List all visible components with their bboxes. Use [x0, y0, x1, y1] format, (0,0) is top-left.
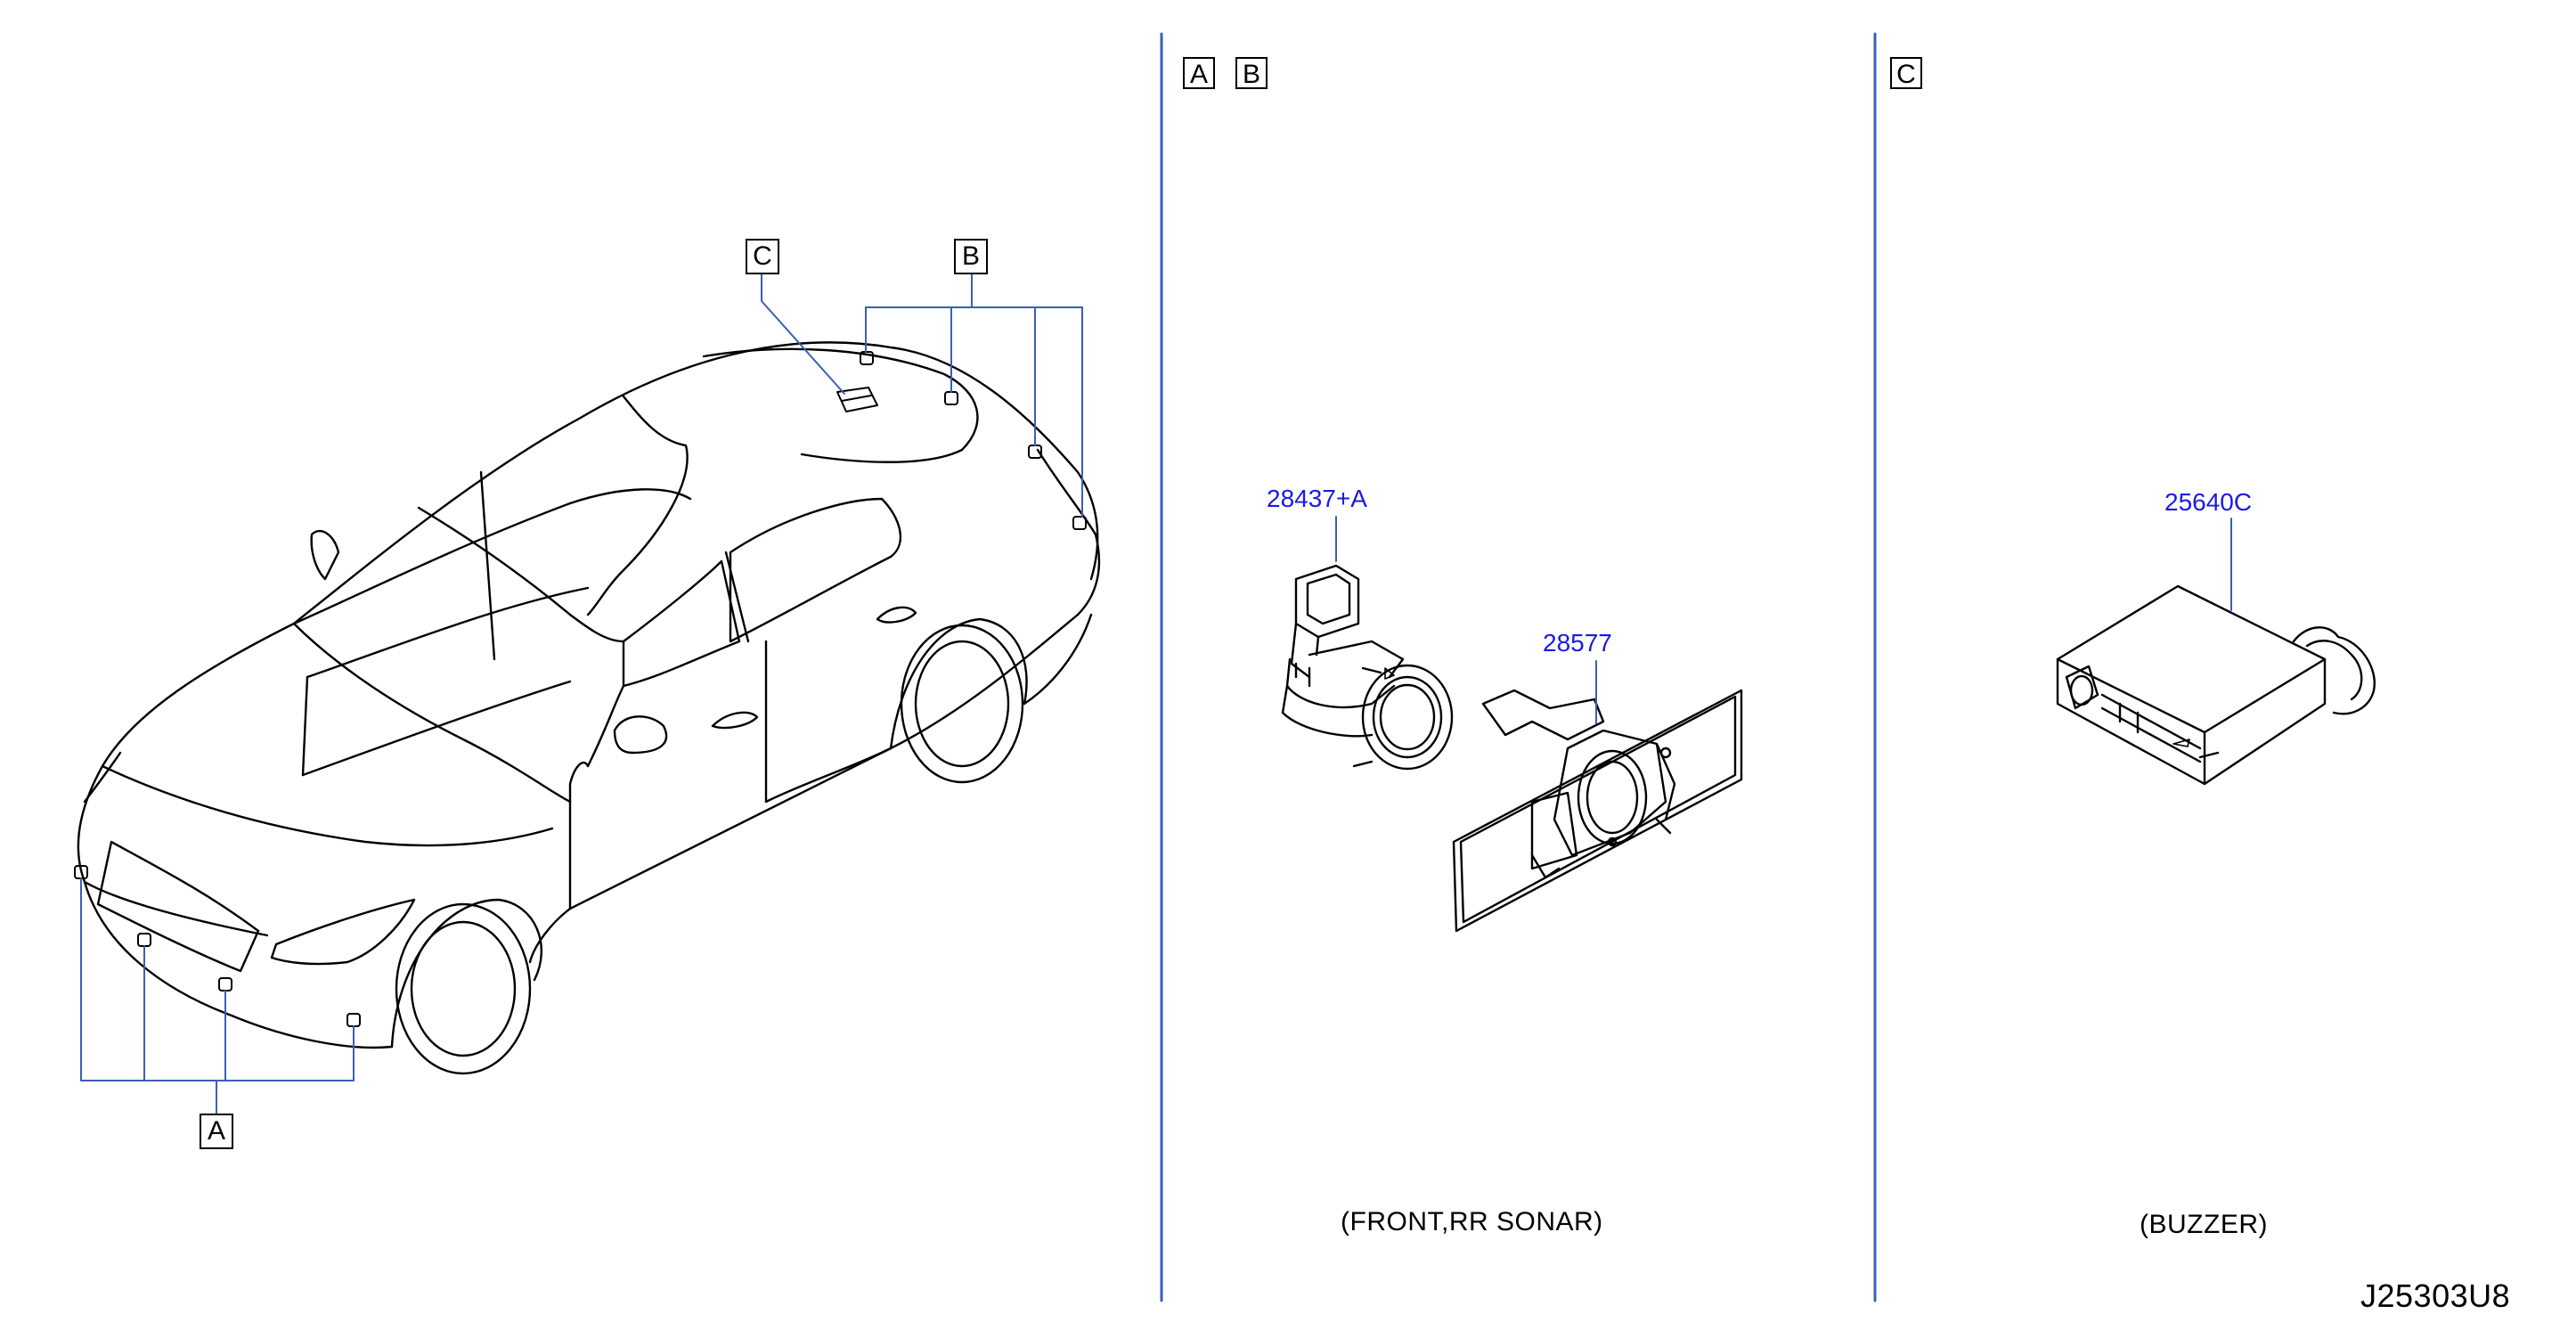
car-sensors	[74, 351, 1087, 1027]
car-callout-b: B	[954, 239, 988, 274]
car-outline	[77, 341, 1101, 1075]
sensor-front-4	[346, 1013, 361, 1027]
part-number-bracket: 28577	[1543, 629, 1612, 657]
sonar-bracket-drawing	[1452, 660, 1743, 933]
sensor-front-3	[218, 977, 232, 992]
caption-buzzer: (BUZZER)	[2140, 1210, 2268, 1239]
caption-sonar: (FRONT,RR SONAR)	[1341, 1207, 1603, 1236]
car-leaders	[80, 273, 1083, 1114]
buzzer-on-car	[836, 387, 878, 412]
diagram-code: J25303U8	[2360, 1277, 2511, 1314]
section-label-a: A	[1183, 57, 1215, 89]
part-number-sensor: 28437+A	[1267, 485, 1367, 512]
section-label-c: C	[1890, 57, 1922, 89]
sensor-rear-2	[944, 391, 958, 405]
sensor-front-2	[137, 933, 151, 947]
car-callout-c: C	[746, 239, 779, 274]
section-label-b: B	[1235, 57, 1268, 89]
part-number-buzzer: 25640C	[2164, 488, 2253, 516]
car-callout-a: A	[200, 1114, 233, 1149]
sonar-sensor-drawing	[1281, 516, 1454, 771]
buzzer-drawing	[2056, 518, 2376, 786]
sensor-rear-4	[1072, 516, 1087, 530]
